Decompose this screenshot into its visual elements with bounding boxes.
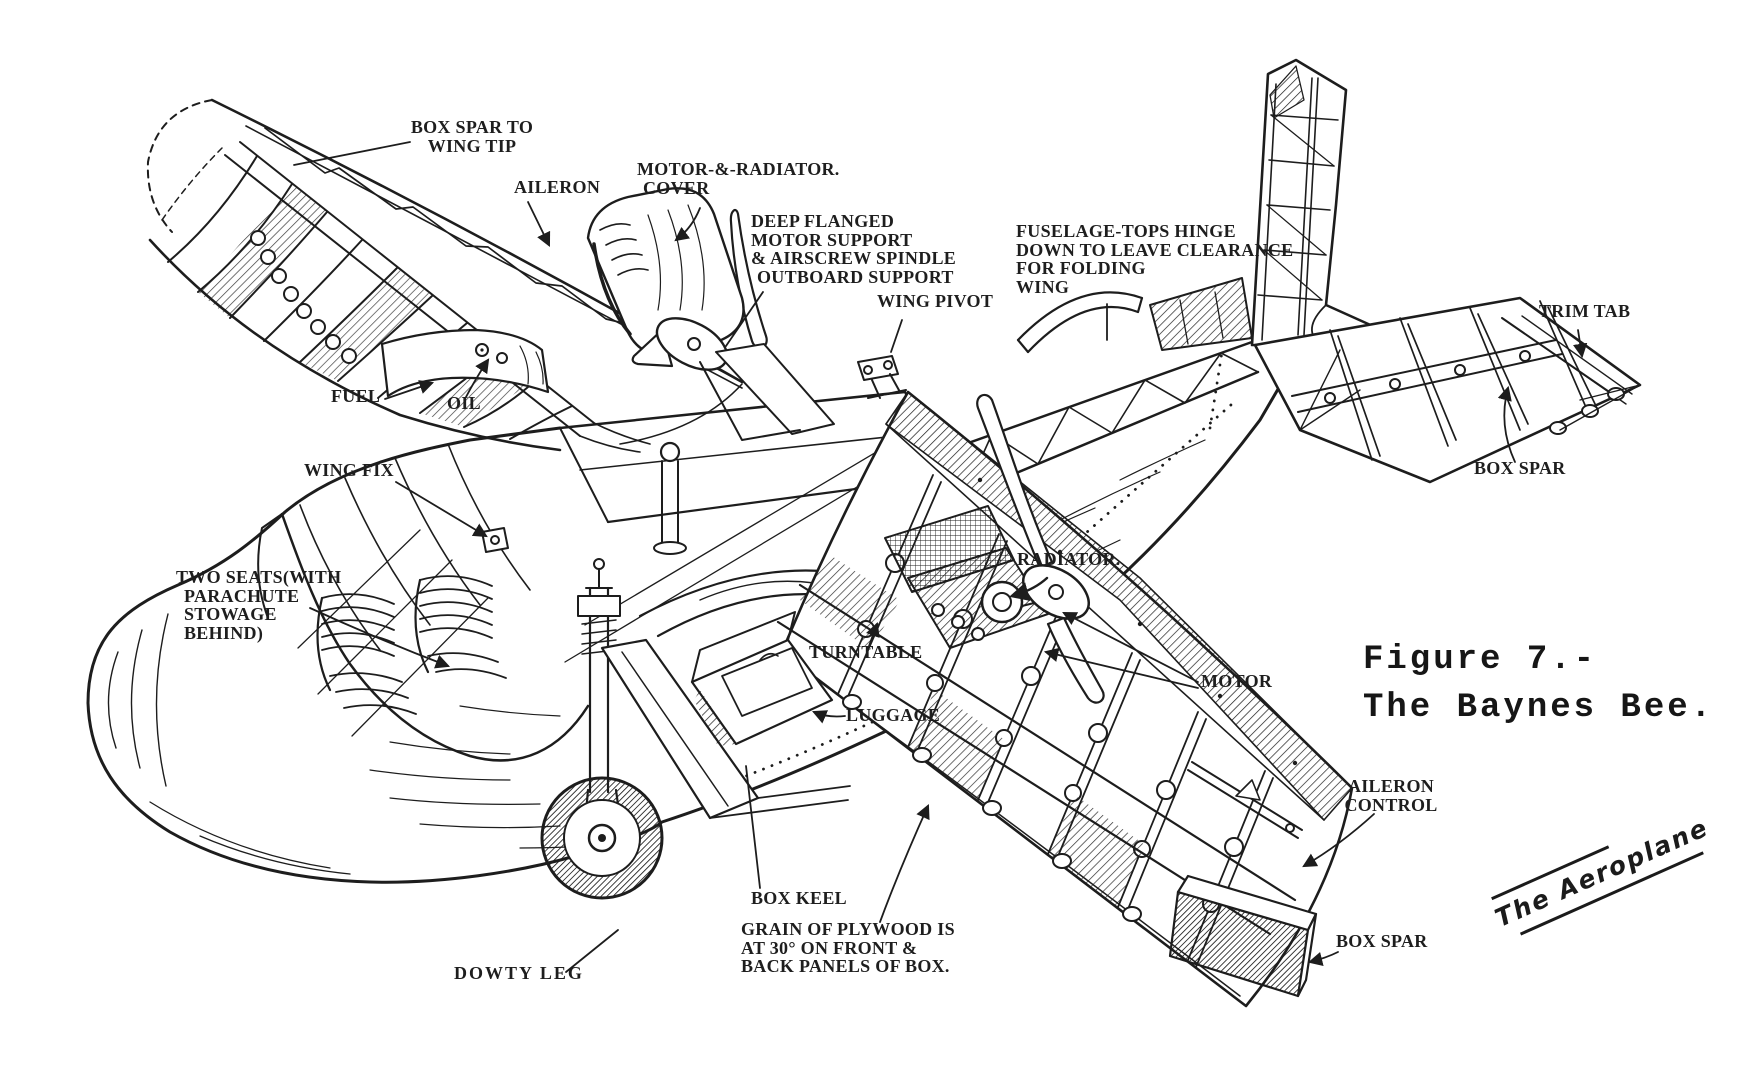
label-trim-tab: TRIM TAB [1539,301,1631,321]
seats [316,575,507,715]
dowty-leg-strut [588,586,610,794]
leader-box-spar-tail [1497,385,1516,463]
tail-fin [1250,58,1388,349]
label-motor-radiator-cover: MOTOR-&-RADIATOR. COVER [637,159,840,198]
label-box-keel: BOX KEEL [751,888,847,908]
wing-fix-fitting [481,527,509,553]
tailplane-spar-holes [1324,350,1531,404]
leader-motor-2 [1043,647,1199,689]
label-box-spar-to-wing-tip: BOX SPAR TO WING TIP [410,117,534,156]
propeller-blade-upper [976,393,1054,570]
figure-caption-line2: The Baynes Bee. [1363,689,1715,727]
label-deep-flanged-motor-support: DEEP FLANGED MOTOR SUPPORT & AIRSCREW SP… [751,211,957,287]
leader-aileron-control [1302,813,1375,868]
streak-shading-fuselage [369,705,631,849]
label-radiator: RADIATOR. [1017,549,1121,569]
label-aileron: AILERON [514,177,601,197]
fuel-oil-tank [380,328,550,398]
leader-luggage [812,710,846,724]
leader-aileron [527,201,551,247]
label-box-spar-wing: BOX SPAR [1336,931,1428,951]
wing-pivot-fitting [857,355,907,399]
leader-dowty-leg [565,929,619,973]
undercarriage [540,558,664,900]
leader-turntable [866,621,880,647]
propeller-blade-lower [1046,616,1105,704]
leader-box-spar-wing-tip [293,141,411,166]
label-dowty-leg: DOWTY LEG [454,963,584,983]
label-oil: OIL [447,393,481,413]
leader-wing-pivot [890,319,903,353]
aileron-control-rod [1187,761,1303,839]
suitcase [721,647,813,717]
rear-engine-group [884,393,1105,704]
leader-grain-plywood [879,804,930,923]
folding-hatch [1016,291,1144,354]
label-fuel: FUEL [331,386,381,406]
leader-deep-flanged [725,291,764,347]
figure-caption: Figure 7.- The Baynes Bee. [1363,636,1714,732]
leader-oil [465,358,490,398]
label-box-spar-tail: BOX SPAR [1474,458,1566,478]
label-aileron-control: AILERON CONTROL [1344,776,1438,815]
leader-wing-fix [395,481,488,538]
label-grain-of-plywood: GRAIN OF PLYWOOD IS AT 30° ON FRONT & BA… [741,919,955,976]
trailing-edge-holes [842,694,1142,922]
motor-support-pylon [715,343,835,435]
figure-caption-line1: Figure 7.- [1363,641,1598,679]
label-fuselage-tops-hinge: FUSELAGE-TOPS HINGE DOWN TO LEAVE CLEARA… [1016,221,1294,297]
box-spar-end [1168,874,1318,998]
leader-trim-tab [1573,329,1588,359]
label-wing-pivot: WING PIVOT [877,291,994,311]
leader-two-seats [309,607,451,669]
label-turntable: TURNTABLE [809,642,923,662]
leader-radiator [1009,576,1049,601]
leader-lines [293,141,1588,973]
leader-motor-1 [1062,612,1199,683]
luggage-compartment [690,611,834,746]
starboard-wing [776,390,1354,1008]
front-engine-group [586,187,835,441]
leader-fuel [384,380,435,400]
leading-edge-rivets [977,477,1298,766]
label-wing-fix: WING FIX [304,460,394,480]
leader-box-spar-wing [1307,951,1339,967]
airscrew-blade [729,209,768,349]
label-two-seats: TWO SEATS(WITH PARACHUTE STOWAGE BEHIND) [176,567,342,643]
label-motor: MOTOR [1201,671,1273,691]
leader-box-keel [745,765,761,889]
box-keel-structure [600,638,851,820]
leader-motor-radiator-cover [674,207,701,242]
rib-lightening-holes [250,230,357,364]
starboard-tailplane [1253,296,1642,484]
label-luggage: LUGGAGE [846,705,941,725]
